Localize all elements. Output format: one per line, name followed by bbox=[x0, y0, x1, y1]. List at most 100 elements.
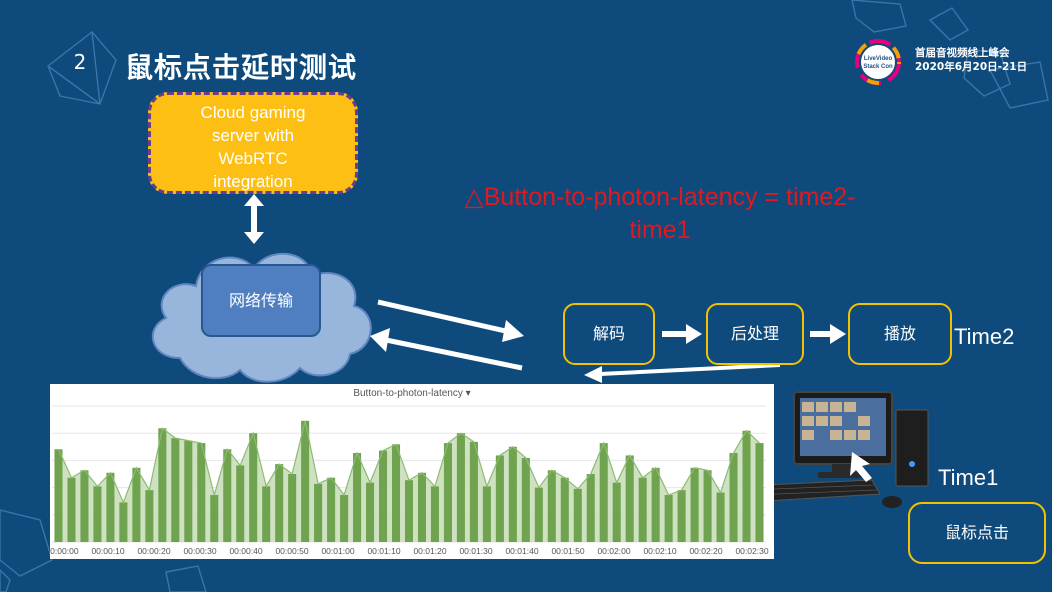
chart-bar bbox=[158, 428, 167, 542]
slide-number: 2 bbox=[73, 50, 87, 74]
chart-x-tick-label: 00:01:20 bbox=[413, 546, 446, 556]
arrow-out-head bbox=[502, 320, 524, 342]
chart-bar bbox=[677, 490, 686, 542]
chart-bar bbox=[508, 446, 517, 542]
conference-date: 2020年6月20日-21日 bbox=[915, 61, 1028, 73]
chart-bar bbox=[430, 486, 439, 542]
chart-x-tick-label: 00:02:00 bbox=[597, 546, 630, 556]
chart-bar bbox=[638, 477, 647, 542]
chart-x-tick-label: 00:02:20 bbox=[689, 546, 722, 556]
chart-bar bbox=[132, 467, 141, 542]
chart-x-tick-label: 00:00:50 bbox=[275, 546, 308, 556]
arrow-right-icon bbox=[662, 324, 702, 344]
chart-bar bbox=[327, 477, 336, 542]
server-line: WebRTC bbox=[218, 149, 288, 168]
time1-label: Time1 bbox=[938, 465, 999, 490]
chart-x-tick-label: 00:00:20 bbox=[137, 546, 170, 556]
chart-bar bbox=[547, 470, 556, 542]
chart-bar bbox=[171, 438, 180, 542]
chart-plot: 00:00:0000:00:1000:00:2000:00:3000:00:40… bbox=[50, 405, 769, 556]
chart-bar bbox=[379, 450, 388, 542]
chart-x-tick-label: 00:01:30 bbox=[459, 546, 492, 556]
server-line: server with bbox=[211, 126, 295, 145]
chart-bar bbox=[197, 443, 206, 542]
chart-x-tick-label: 00:01:00 bbox=[321, 546, 354, 556]
chart-bar bbox=[236, 465, 245, 542]
arrow-return bbox=[599, 363, 781, 376]
chart-bar bbox=[288, 474, 297, 542]
desktop-computer-icon bbox=[743, 391, 929, 508]
chart-bar bbox=[521, 457, 530, 542]
chart-title-text: Button-to-photon-latency bbox=[353, 388, 463, 399]
chart-bar bbox=[301, 420, 310, 542]
network-transmission-box: 网络传输 bbox=[201, 264, 321, 337]
chart-bar bbox=[586, 474, 595, 542]
chart-bar bbox=[80, 470, 89, 542]
chart-bar bbox=[664, 495, 673, 542]
latency-formula: △Button-to-photon-latency = time2- time1 bbox=[420, 181, 900, 247]
chart-bar bbox=[417, 472, 427, 542]
chart-bar bbox=[560, 477, 569, 542]
slide-title: 鼠标点击延时测试 bbox=[125, 51, 358, 84]
stage-postprocess: 后处理 bbox=[706, 303, 804, 365]
chart-bar bbox=[534, 487, 543, 542]
chart-bar bbox=[184, 440, 193, 542]
chart-bar bbox=[275, 464, 284, 542]
chart-title-dropdown-icon[interactable]: ▾ bbox=[465, 388, 471, 399]
chart-bar bbox=[353, 452, 362, 542]
chart-bar bbox=[67, 477, 76, 542]
chart-bar bbox=[495, 455, 504, 542]
chart-bar bbox=[599, 443, 608, 542]
chart-bar bbox=[703, 470, 712, 542]
chart-x-tick-label: 00:01:40 bbox=[505, 546, 538, 556]
chart-title: Button-to-photon-latency ▾ bbox=[50, 388, 774, 399]
conference-logo-icon: LiveVideo Stack Con bbox=[855, 39, 901, 85]
stage-playback: 播放 bbox=[848, 303, 952, 365]
arrow-right-icon bbox=[810, 324, 846, 344]
chart-bar bbox=[443, 443, 452, 542]
server-line: Cloud gaming bbox=[200, 103, 306, 122]
chart-bar bbox=[119, 502, 128, 542]
chart-bar bbox=[366, 482, 375, 542]
chart-bar bbox=[404, 480, 414, 542]
chart-x-tick-label: 00:00:10 bbox=[91, 546, 124, 556]
server-line: integration bbox=[213, 172, 293, 191]
stage-decode: 解码 bbox=[563, 303, 655, 365]
time2-label: Time2 bbox=[954, 324, 1015, 349]
arrow-in bbox=[385, 337, 523, 371]
chart-bar bbox=[106, 472, 115, 542]
chart-bar bbox=[482, 486, 491, 542]
chart-x-tick-label: 00:02:10 bbox=[643, 546, 676, 556]
conference-name: 首届音视频线上峰会 bbox=[915, 47, 1010, 59]
arrow-out bbox=[377, 299, 511, 335]
logo-badge-line-2: Stack Con bbox=[863, 64, 893, 70]
chart-bar bbox=[573, 488, 582, 542]
chart-x-tick-label: 00:02:30 bbox=[735, 546, 768, 556]
network-arrows bbox=[370, 299, 781, 383]
arrow-in-head bbox=[370, 328, 390, 352]
chart-bar bbox=[54, 449, 63, 542]
chart-bar bbox=[93, 486, 102, 542]
logo-badge-line-1: LiveVideo bbox=[864, 56, 893, 62]
chart-bar bbox=[742, 430, 751, 542]
chart-bar bbox=[223, 449, 232, 542]
chart-bar bbox=[716, 492, 725, 542]
chart-bar bbox=[469, 441, 478, 542]
chart-x-tick-label: 00:01:50 bbox=[551, 546, 584, 556]
arrow-return-head bbox=[584, 366, 602, 383]
latency-chart: Button-to-photon-latency ▾ 00:00:00 00:00… bbox=[50, 384, 774, 559]
chart-bar bbox=[314, 483, 323, 542]
chart-bar bbox=[625, 455, 634, 542]
chart-bar bbox=[755, 443, 764, 542]
chart-x-tick-label: 00:00:40 bbox=[229, 546, 262, 556]
conference-info: 首届音视频线上峰会 2020年6月20日-21日 bbox=[915, 46, 1027, 74]
cloud-gaming-server-box: Cloud gaming server with WebRTC integrat… bbox=[148, 92, 358, 194]
chart-x-tick-label: 00:00:00 bbox=[50, 546, 79, 556]
chart-bar bbox=[391, 444, 401, 542]
chart-bar bbox=[651, 467, 660, 542]
chart-bar bbox=[249, 433, 258, 542]
chart-bar bbox=[729, 452, 738, 542]
chart-bar bbox=[262, 486, 271, 542]
chart-bar bbox=[690, 467, 699, 542]
